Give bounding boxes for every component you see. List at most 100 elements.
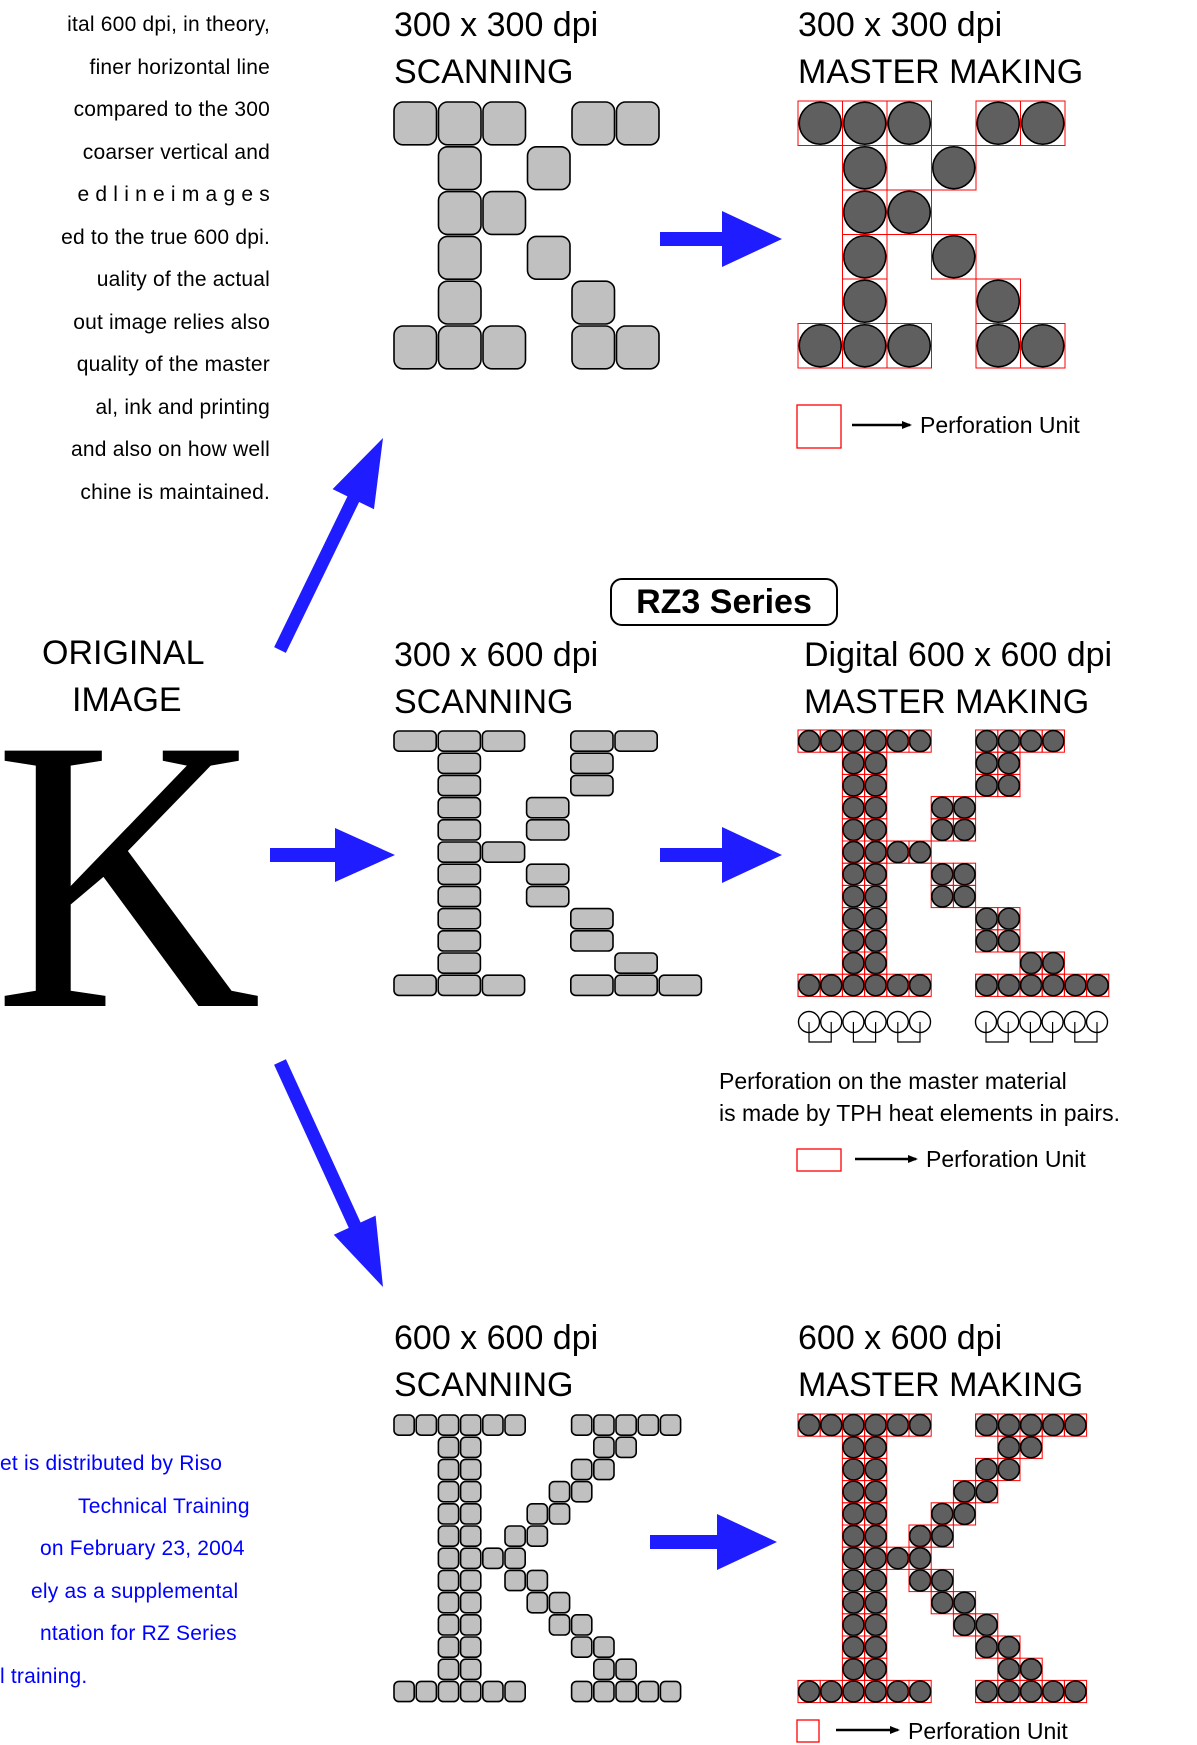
- scan-cell: [459, 1525, 482, 1548]
- scan-cell: [569, 907, 614, 930]
- scan-cell: [526, 235, 571, 280]
- row1-master-title-dpi: 300 x 300 dpi: [798, 6, 1003, 44]
- master-dot: [797, 1413, 821, 1437]
- blue-arrow-icon: [270, 828, 395, 882]
- scan-cell: [437, 190, 482, 236]
- row1-scan-title-dpi: 300 x 300 dpi: [394, 6, 599, 44]
- intro-line: chine is maintained.: [80, 480, 270, 504]
- master-dot: [953, 1480, 976, 1503]
- scan-cell: [569, 752, 614, 775]
- scan-cell: [570, 1480, 593, 1503]
- master-dot: [1042, 1413, 1065, 1437]
- intro-line: quality of the master: [76, 353, 270, 376]
- master-dot: [975, 774, 999, 797]
- note-line: ely as a supplemental: [31, 1579, 239, 1603]
- heat-element-pair: [1029, 1034, 1054, 1043]
- master-dot: [864, 1680, 888, 1703]
- master-dot: [908, 1524, 932, 1548]
- scan-cell: [548, 1591, 571, 1614]
- scan-cell: [548, 1503, 571, 1525]
- scan-cell: [615, 1658, 638, 1681]
- scan-cell: [548, 1480, 571, 1503]
- note-line: l training.: [0, 1664, 88, 1688]
- scan-cell: [526, 1569, 549, 1592]
- master-dot: [1042, 951, 1065, 975]
- master-dot: [1064, 973, 1087, 997]
- master-dot: [842, 323, 887, 368]
- scan-cell: [504, 1547, 527, 1570]
- scan-cell: [615, 1680, 638, 1703]
- intro-line: and also on how well: [71, 438, 270, 461]
- master-dot: [886, 729, 910, 753]
- master-dot: [842, 774, 865, 797]
- scan-cell: [614, 730, 659, 753]
- master-dot: [842, 1480, 865, 1503]
- master-dot: [975, 1480, 999, 1503]
- master-dot: [864, 1480, 888, 1503]
- master-dot: [864, 818, 888, 842]
- row3-master-title-label: MASTER MAKING: [798, 1366, 1084, 1404]
- master-dot: [975, 973, 999, 997]
- series-badge: RZ3 Series: [610, 578, 838, 626]
- master-dot: [930, 885, 954, 908]
- intro-line: finer horizontal line: [89, 55, 270, 79]
- scan-cell: [615, 325, 660, 370]
- scan-cell: [437, 1658, 460, 1681]
- row1-legend-label: Perforation Unit: [920, 412, 1080, 438]
- scan-cell: [481, 1680, 504, 1703]
- master-dot: [997, 929, 1021, 953]
- master-dot: [864, 1547, 888, 1570]
- master-dot: [997, 751, 1021, 775]
- scan-cell: [637, 1414, 660, 1437]
- master-dot: [1019, 951, 1043, 975]
- master-dot: [1019, 1436, 1043, 1459]
- scan-cell: [393, 101, 438, 146]
- scan-cell: [437, 146, 482, 191]
- scan-cell: [525, 818, 570, 841]
- scan-cell: [437, 752, 482, 775]
- heat-element-pair: [1074, 1034, 1098, 1043]
- master-dot: [842, 973, 865, 997]
- scan-cell: [570, 1458, 593, 1481]
- master-dot: [842, 885, 865, 908]
- master-dot: [931, 234, 976, 279]
- scan-cell: [393, 730, 438, 753]
- master-dot: [864, 1591, 888, 1614]
- scan-cell: [571, 325, 616, 370]
- master-dot: [842, 1547, 865, 1570]
- master-dot: [864, 951, 888, 975]
- master-dot: [864, 729, 888, 753]
- row2-caption-line2: is made by TPH heat elements in pairs.: [719, 1100, 1120, 1126]
- master-dot: [842, 279, 887, 324]
- master-dot: [819, 1680, 843, 1703]
- scan-cell: [592, 1636, 615, 1659]
- master-dot: [908, 1547, 932, 1570]
- original-label-line1: ORIGINAL: [42, 634, 205, 672]
- scan-cell: [459, 1614, 482, 1636]
- scan-cell: [525, 885, 570, 908]
- scan-cell: [482, 325, 527, 370]
- master-dot: [953, 818, 976, 842]
- row3-scan-title-label: SCANNING: [394, 1366, 574, 1404]
- master-dot: [953, 1502, 976, 1526]
- master-dot: [908, 1413, 932, 1437]
- heat-element-pair: [985, 1034, 1009, 1043]
- scan-cell: [437, 1480, 460, 1503]
- scan-cell: [592, 1680, 615, 1703]
- perforation-unit-cell: [931, 145, 977, 191]
- intro-line: ital 600 dpi, in theory,: [67, 13, 270, 36]
- scan-cell: [570, 1414, 593, 1437]
- master-dot: [953, 862, 976, 886]
- intro-line: uality of the actual: [96, 268, 270, 291]
- scan-cell: [437, 1458, 460, 1481]
- master-dot: [842, 145, 887, 190]
- scan-cell: [437, 1614, 460, 1636]
- scan-cell: [570, 1680, 593, 1703]
- master-dot: [1019, 729, 1043, 753]
- master-dot: [1019, 973, 1043, 997]
- row3-master-title-dpi: 600 x 600 dpi: [798, 1319, 1003, 1357]
- intro-line: out image relies also: [73, 310, 270, 334]
- scan-cell: [571, 280, 616, 325]
- scan-cell: [615, 101, 660, 146]
- master-dot: [975, 1613, 999, 1637]
